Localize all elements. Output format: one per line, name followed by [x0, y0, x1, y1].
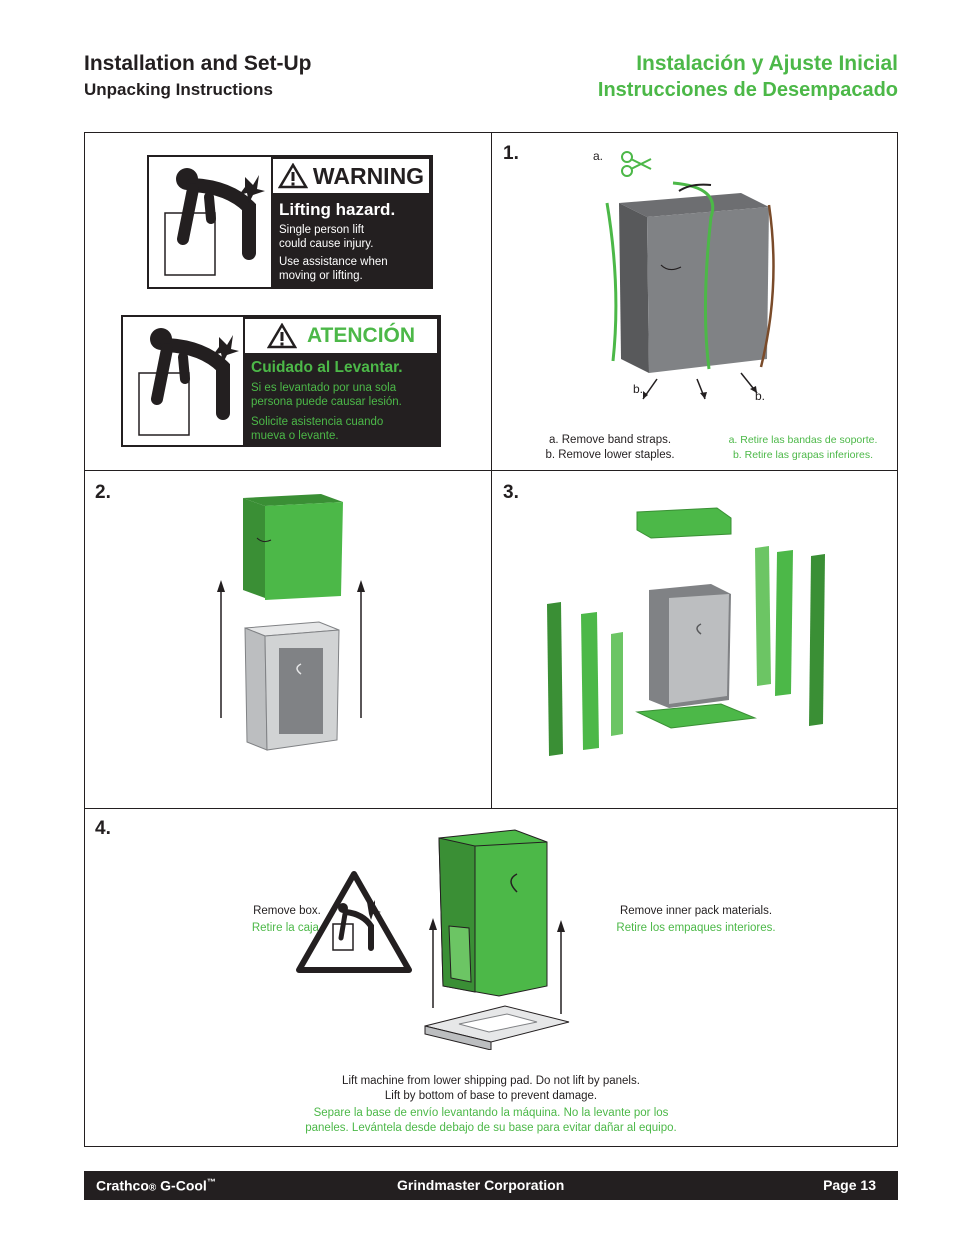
step-number: 1.: [503, 143, 519, 164]
warning-triangle-icon: [266, 323, 297, 349]
warning-title-en: Lifting hazard.: [279, 200, 396, 219]
step-2-caption-es: Retire la caja.: [251, 922, 323, 934]
warning-text-en-2: could cause injury.: [279, 238, 374, 250]
step-3-caption-en: Remove inner pack materials.: [619, 905, 773, 917]
page-subtitle-es: Instrucciones de Desempacado: [597, 79, 898, 101]
warning-cell: WARNING Lifting hazard. Single person li…: [85, 133, 491, 470]
step-number: 2.: [95, 482, 111, 503]
step-number: 3.: [503, 482, 519, 503]
step-4-caption-en-2: Lift by bottom of base to prevent damage…: [384, 1090, 598, 1102]
step-1-caption-en-2: b. Remove lower staples.: [545, 449, 675, 461]
warning-text-en-4: moving or lifting.: [279, 270, 363, 282]
page-title: Installation and Set-Up: [84, 52, 312, 75]
step-number: 4.: [95, 818, 111, 839]
warning-text-es-4: mueva o levante.: [251, 430, 339, 442]
step-4-cell: 4. Lift machine from lower shipping pad.…: [85, 808, 897, 1146]
page-title-es: Instalación y Ajuste Inicial: [636, 52, 898, 75]
warning-text-es-2: persona puede causar lesión.: [251, 396, 402, 408]
warning-header-en: WARNING: [271, 157, 431, 195]
warning-text-es-1: Si es levantado por una sola: [251, 382, 397, 394]
remove-box-illustration: [217, 494, 365, 751]
warning-title-es: Cuidado al Levantar.: [251, 359, 403, 376]
grid-divider-row2: [85, 808, 897, 809]
warning-label-en: WARNING Lifting hazard. Single person li…: [147, 155, 433, 289]
grid-divider-row1: [85, 470, 897, 471]
step-1-caption-en-1: a. Remove band straps.: [548, 434, 672, 446]
lifting-hazard-icon: [164, 168, 265, 276]
warning-label-es: ATENCIÓN Cuidado al Levantar. Si es leva…: [121, 315, 441, 447]
instruction-grid: WARNING Lifting hazard. Single person li…: [84, 132, 898, 1147]
warning-panel-en: WARNING Lifting hazard. Single person li…: [271, 157, 431, 287]
step-3-cell: 3. Remove inner pack materials. Retire l…: [491, 470, 897, 934]
warning-text-es-3: Solicite asistencia cuando: [251, 416, 384, 428]
warning-text-en-1: Single person lift: [279, 224, 365, 236]
callout-label-a: a.: [593, 149, 604, 163]
step-4-caption-es-2: paneles. Levántela desde debajo de su ba…: [305, 1122, 677, 1134]
footer-brand: Crathco: [96, 1177, 149, 1194]
step-2-caption-en: Remove box.: [253, 905, 321, 917]
step-4-caption-es-1: Separe la base de envío levantando la má…: [313, 1107, 669, 1119]
step-3-caption-es: Retire los empaques interiores.: [616, 922, 776, 934]
page-number: Page 13: [823, 1177, 876, 1193]
registered-mark: ®: [148, 1182, 157, 1194]
step-1-cell: 1. a. b. b. a.: [491, 133, 897, 470]
footer-product-name: G-Cool: [156, 1177, 207, 1194]
warning-heading-es: ATENCIÓN: [306, 324, 416, 347]
trademark: ™: [206, 1177, 216, 1187]
step-1-caption-es-2: b. Retire las grapas inferiores.: [732, 449, 874, 461]
lifting-hazard-icon: [138, 328, 239, 436]
page-footer: Crathco® G-Cool™ Grindmaster Corporation…: [84, 1171, 898, 1200]
step-4-caption-en-1: Lift machine from lower shipping pad. Do…: [342, 1075, 640, 1087]
lift-machine-illustration: [424, 829, 570, 1050]
page-subtitle: Unpacking Instructions: [84, 80, 273, 99]
warning-text-en-3: Use assistance when: [279, 256, 388, 268]
footer-product: Crathco® G-Cool™: [96, 1177, 216, 1194]
scissors-icon: [621, 151, 652, 177]
step-2-cell: 2. Remove box. Retire la caja.: [85, 470, 491, 934]
step-1-caption-es-1: a. Retire las bandas de soporte.: [728, 434, 878, 446]
remove-inner-pack-illustration: [547, 507, 825, 756]
footer-company: Grindmaster Corporation: [397, 1177, 565, 1193]
boxed-machine-illustration: [605, 151, 775, 400]
warning-header-es: ATENCIÓN: [243, 317, 439, 355]
callout-label-b: b.: [755, 389, 766, 403]
warning-triangle-icon: [277, 163, 308, 189]
lifting-hazard-triangle-icon: [296, 871, 412, 973]
warning-panel-es: ATENCIÓN Cuidado al Levantar. Si es leva…: [243, 317, 439, 445]
warning-heading-en: WARNING: [312, 162, 425, 189]
callout-label-b: b.: [633, 382, 644, 396]
